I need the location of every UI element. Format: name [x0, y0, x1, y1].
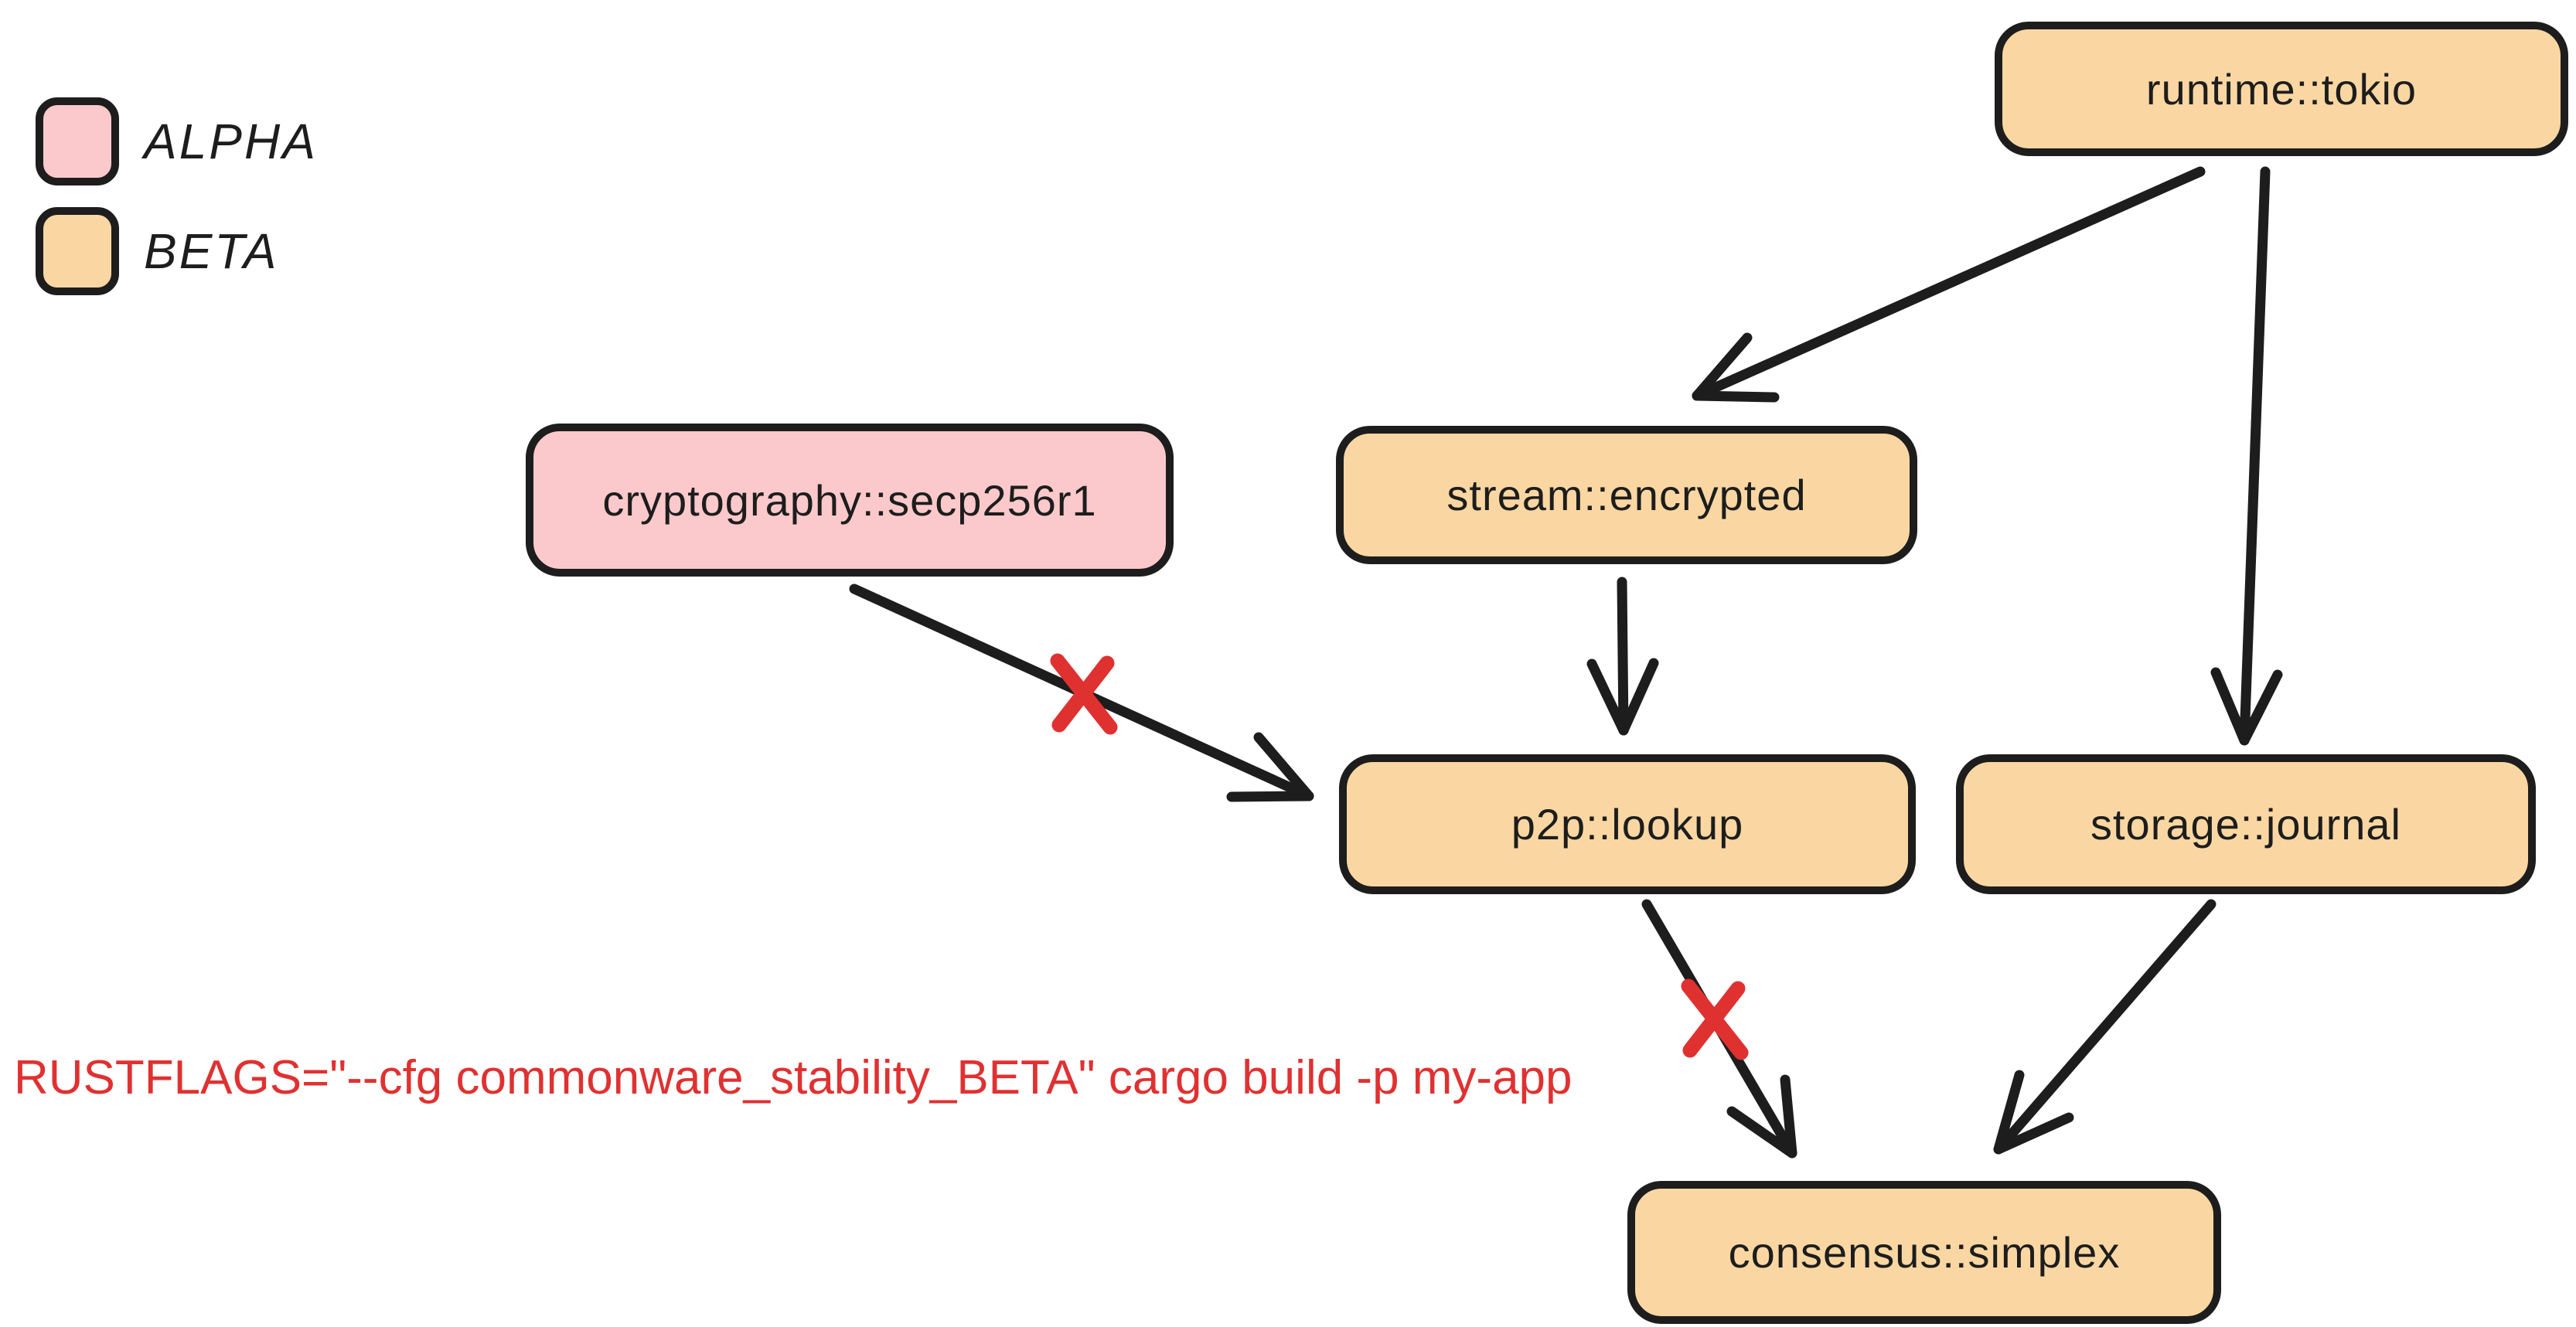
edge-p2p-lookup-to-consensus-simplex — [1641, 899, 1797, 1159]
beta-color-swatch — [36, 207, 119, 295]
edge-runtime-tokio-to-storage-journal — [2210, 166, 2283, 746]
node-label: storage::journal — [2090, 800, 2401, 849]
node-storage-journal: storage::journal — [1956, 754, 2536, 894]
node-stream-encrypted: stream::encrypted — [1336, 426, 1917, 564]
build-command-annotation: RUSTFLAGS="--cfg commonware_stability_BE… — [14, 1051, 1573, 1104]
node-cryptography-secp256r1: cryptography::secp256r1 — [526, 424, 1174, 577]
legend-item-alpha: ALPHA — [36, 97, 318, 185]
node-label: p2p::lookup — [1511, 800, 1744, 849]
blocked-cross-icon — [1681, 978, 1749, 1060]
node-label: runtime::tokio — [2145, 64, 2418, 114]
node-consensus-simplex: consensus::simplex — [1627, 1181, 2221, 1324]
legend-label-beta: BETA — [144, 223, 279, 279]
legend-label-alpha: ALPHA — [144, 114, 318, 169]
alpha-color-swatch — [36, 97, 119, 185]
edge-stream-encrypted-to-p2p-lookup — [1586, 577, 1659, 736]
node-runtime-tokio: runtime::tokio — [1995, 22, 2568, 156]
legend-item-beta: BETA — [36, 207, 318, 295]
edge-runtime-tokio-to-stream-encrypted — [1692, 166, 2206, 403]
node-label: cryptography::secp256r1 — [602, 475, 1097, 525]
node-label: consensus::simplex — [1728, 1228, 2121, 1277]
edge-cryptography-secp256r1-to-p2p-lookup — [849, 584, 1314, 802]
legend: ALPHA BETA — [36, 97, 318, 317]
edge-storage-journal-to-consensus-simplex — [1993, 899, 2217, 1155]
node-p2p-lookup: p2p::lookup — [1339, 754, 1916, 894]
blocked-cross-icon — [1050, 653, 1118, 735]
node-label: stream::encrypted — [1446, 471, 1807, 519]
